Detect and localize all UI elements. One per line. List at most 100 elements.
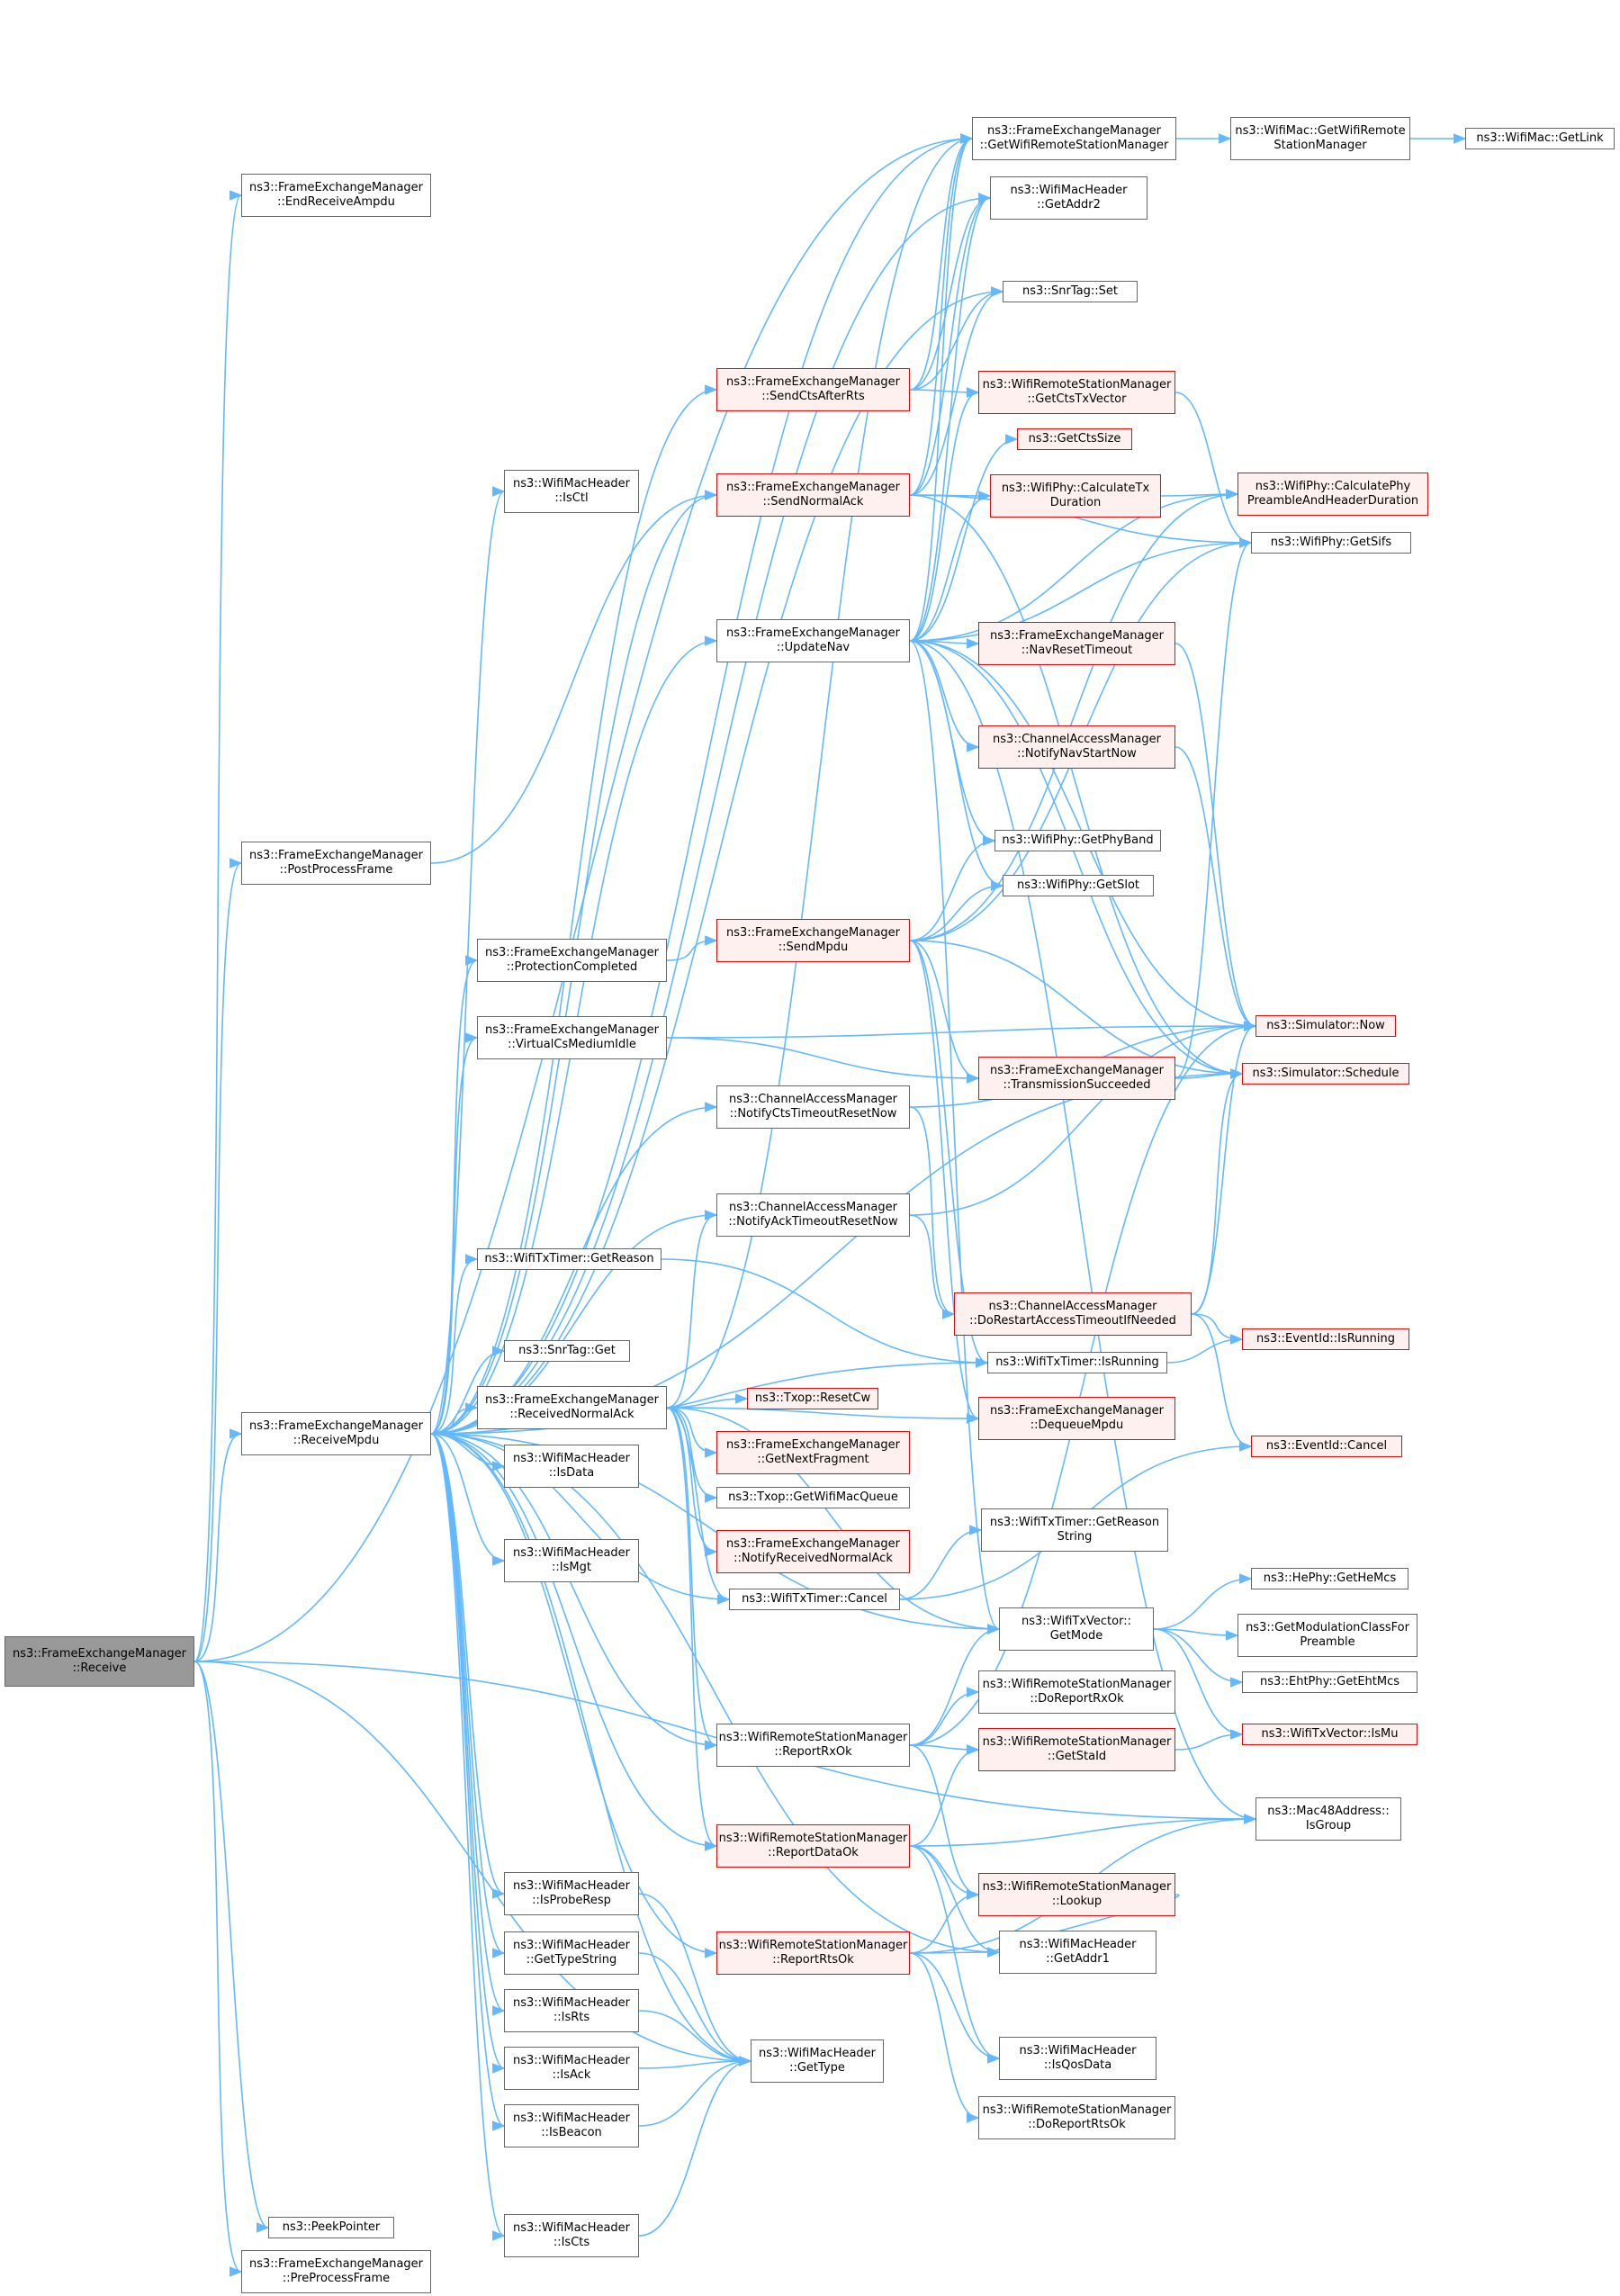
node-get-type-string[interactable]: ns3::WifiMacHeader::GetTypeString [504, 1931, 639, 1975]
node-tx-timer-cancel[interactable]: ns3::WifiTxTimer::Cancel [729, 1589, 900, 1610]
node-label-line: ns3::WifiMac::GetLink [1476, 131, 1604, 145]
node-is-probe-resp[interactable]: ns3::WifiMacHeader::IsProbeResp [504, 1872, 639, 1915]
node-lookup[interactable]: ns3::WifiRemoteStationManager::Lookup [978, 1873, 1175, 1916]
node-update-nav[interactable]: ns3::FrameExchangeManager::UpdateNav [716, 619, 910, 662]
node-is-ack[interactable]: ns3::WifiMacHeader::IsAck [504, 2047, 639, 2090]
node-is-beacon[interactable]: ns3::WifiMacHeader::IsBeacon [504, 2104, 639, 2147]
node-label-line: ns3::FrameExchangeManager [484, 1023, 660, 1037]
node-send-mpdu[interactable]: ns3::FrameExchangeManager::SendMpdu [716, 919, 910, 962]
node-send-normal-ack[interactable]: ns3::FrameExchangeManager::SendNormalAck [716, 473, 910, 517]
edge-root-to-endRecvAmpdu [194, 190, 243, 1662]
node-post-process[interactable]: ns3::FrameExchangeManager::PostProcessFr… [241, 842, 431, 885]
node-label-line: ns3::FrameExchangeManager [248, 2257, 424, 2271]
edge-updateNav-to-getSlot [909, 640, 1004, 891]
node-receive-mpdu[interactable]: ns3::FrameExchangeManager::ReceiveMpdu [241, 1412, 431, 1455]
node-get-type[interactable]: ns3::WifiMacHeader::GetType [751, 2039, 884, 2083]
node-label-line: ns3::WifiMacHeader [512, 2054, 631, 2067]
node-pre-process[interactable]: ns3::FrameExchangeManager::PreProcessFra… [241, 2250, 431, 2293]
node-event-cancel[interactable]: ns3::EventId::Cancel [1251, 1436, 1402, 1457]
node-txop-reset-cw[interactable]: ns3::Txop::ResetCw [747, 1388, 878, 1409]
node-get-wifi-r-s-m[interactable]: ns3::FrameExchangeManager::GetWifiRemote… [972, 117, 1176, 160]
node-report-rts-ok[interactable]: ns3::WifiRemoteStationManager::ReportRts… [716, 1931, 910, 1975]
node-get-sifs[interactable]: ns3::WifiPhy::GetSifs [1251, 532, 1411, 554]
node-get-next-fragment[interactable]: ns3::FrameExchangeManager::GetNextFragme… [716, 1431, 910, 1474]
node-nav-reset-timeout[interactable]: ns3::FrameExchangeManager::NavResetTimeo… [978, 622, 1175, 665]
node-get-addr1[interactable]: ns3::WifiMacHeader::GetAddr1 [999, 1931, 1156, 1974]
node-report-data-ok[interactable]: ns3::WifiRemoteStationManager::ReportDat… [716, 1824, 910, 1868]
node-is-group[interactable]: ns3::Mac48Address::IsGroup [1256, 1797, 1401, 1841]
node-tx-timer-get-reason[interactable]: ns3::WifiTxTimer::GetReason [477, 1248, 662, 1270]
node-label-line: ::ReportDataOk [768, 1846, 859, 1859]
node-label-line: ns3::WifiMac::GetWifiRemote [1235, 124, 1406, 138]
node-notify-cts-timeout[interactable]: ns3::ChannelAccessManager::NotifyCtsTime… [716, 1085, 910, 1129]
edge-sendCtsAfterRts-to-getAddr2 [909, 193, 992, 391]
edge-receivedNormalAck-to-notifyAckTimeout [666, 1210, 718, 1409]
node-is-data[interactable]: ns3::WifiMacHeader::IsData [504, 1445, 639, 1488]
edge-root-to-preProcess [194, 1661, 243, 2277]
edge-sendMpdu-to-dequeueMpdu [909, 940, 980, 1424]
edge-txTimerCancel-to-txTimerGetReasonString [899, 1525, 983, 1600]
node-notify-ack-timeout[interactable]: ns3::ChannelAccessManager::NotifyAckTime… [716, 1193, 910, 1237]
node-received-normal-ack[interactable]: ns3::FrameExchangeManager::ReceivedNorma… [477, 1386, 667, 1429]
node-send-cts-after-rts[interactable]: ns3::FrameExchangeManager::SendCtsAfterR… [716, 368, 910, 411]
node-prot-completed[interactable]: ns3::FrameExchangeManager::ProtectionCom… [477, 939, 667, 982]
node-do-restart-access[interactable]: ns3::ChannelAccessManager::DoRestartAcce… [954, 1292, 1192, 1336]
node-label-line: ns3::Mac48Address:: [1267, 1805, 1390, 1818]
edge-reportRtsOk-to-lookup [909, 1889, 980, 1954]
node-label-line: ns3::WifiTxTimer::IsRunning [995, 1355, 1159, 1369]
node-is-rts[interactable]: ns3::WifiMacHeader::IsRts [504, 1989, 639, 2032]
node-eht-get-eht-mcs[interactable]: ns3::EhtPhy::GetEhtMcs [1242, 1671, 1418, 1693]
node-peek-pointer[interactable]: ns3::PeekPointer [268, 2217, 394, 2238]
node-notify-nav-start-now[interactable]: ns3::ChannelAccessManager::NotifyNavStar… [978, 725, 1175, 769]
node-label-line: ::DoRestartAccessTimeoutIfNeeded [969, 1314, 1176, 1328]
node-report-rx-ok[interactable]: ns3::WifiRemoteStationManager::ReportRxO… [716, 1724, 910, 1767]
node-tx-vector-is-mu[interactable]: ns3::WifiTxVector::IsMu [1242, 1724, 1418, 1745]
edge-receiveMpdu-to-isBeacon [430, 1433, 506, 2131]
node-get-link[interactable]: ns3::WifiMac::GetLink [1465, 128, 1615, 149]
node-get-slot[interactable]: ns3::WifiPhy::GetSlot [1003, 875, 1154, 896]
node-get-phy-band[interactable]: ns3::WifiPhy::GetPhyBand [994, 830, 1161, 851]
node-label-line: ns3::WifiRemoteStationManager [982, 2103, 1172, 2117]
node-event-is-running[interactable]: ns3::EventId::IsRunning [1242, 1328, 1409, 1350]
edge-notifyCtsTimeout-to-doRestartAccess [909, 1106, 956, 1319]
node-tx-vector-get-mode[interactable]: ns3::WifiTxVector::GetMode [999, 1607, 1154, 1651]
node-transmission-succeeded[interactable]: ns3::FrameExchangeManager::TransmissionS… [978, 1057, 1175, 1100]
edge-receiveMpdu-to-reportDataOk [430, 1433, 718, 1851]
node-get-cts-tx-vector[interactable]: ns3::WifiRemoteStationManager::GetCtsTxV… [978, 371, 1175, 414]
node-dequeue-mpdu[interactable]: ns3::FrameExchangeManager::DequeueMpdu [978, 1397, 1175, 1440]
node-label-line: ::EndReceiveAmpdu [277, 195, 395, 209]
node-do-report-rts-ok[interactable]: ns3::WifiRemoteStationManager::DoReportR… [978, 2096, 1175, 2139]
node-is-qos-data[interactable]: ns3::WifiMacHeader::IsQosData [999, 2037, 1156, 2080]
node-label-line: ns3::ChannelAccessManager [729, 1093, 897, 1106]
node-txop-get-wifi-mac-queue[interactable]: ns3::Txop::GetWifiMacQueue [716, 1487, 910, 1508]
node-snr-tag-set[interactable]: ns3::SnrTag::Set [1003, 281, 1138, 302]
edge-virtualCs-to-simNow [666, 1021, 1257, 1039]
edge-txVectorGetMode-to-getModClass [1153, 1628, 1239, 1641]
node-label-line: ns3::HePhy::GetHeMcs [1263, 1571, 1397, 1585]
node-get-sta-id[interactable]: ns3::WifiRemoteStationManager::GetStaId [978, 1728, 1175, 1771]
node-sim-schedule[interactable]: ns3::Simulator::Schedule [1242, 1063, 1409, 1085]
node-sim-now[interactable]: ns3::Simulator::Now [1256, 1015, 1396, 1037]
node-is-cts[interactable]: ns3::WifiMacHeader::IsCts [504, 2214, 639, 2257]
node-label-line: ::IsCts [553, 2236, 590, 2249]
node-do-report-rx-ok[interactable]: ns3::WifiRemoteStationManager::DoReportR… [978, 1670, 1175, 1714]
node-notify-received-normal-ack[interactable]: ns3::FrameExchangeManager::NotifyReceive… [716, 1530, 910, 1573]
node-get-addr2[interactable]: ns3::WifiMacHeader::GetAddr2 [990, 176, 1148, 220]
node-end-recv-ampdu[interactable]: ns3::FrameExchangeManager::EndReceiveAmp… [241, 174, 431, 217]
edge-layer [194, 133, 1467, 2277]
edge-receivedNormalAck-to-getWifiRSM [666, 133, 974, 1409]
node-tx-timer-is-running[interactable]: ns3::WifiTxTimer::IsRunning [987, 1352, 1167, 1373]
node-is-mgt[interactable]: ns3::WifiMacHeader::IsMgt [504, 1539, 639, 1582]
edge-sendNormalAck-to-getWifiRSM [909, 133, 974, 496]
node-is-ctl[interactable]: ns3::WifiMacHeader::IsCtl [504, 470, 639, 513]
edge-receiveMpdu-to-getType [430, 1433, 752, 2066]
node-virtual-cs[interactable]: ns3::FrameExchangeManager::VirtualCsMedi… [477, 1016, 667, 1059]
node-get-cts-size[interactable]: ns3::GetCtsSize [1017, 428, 1132, 450]
node-snr-tag-get[interactable]: ns3::SnrTag::Get [504, 1340, 630, 1362]
node-he-get-he-mcs[interactable]: ns3::HePhy::GetHeMcs [1251, 1568, 1408, 1589]
